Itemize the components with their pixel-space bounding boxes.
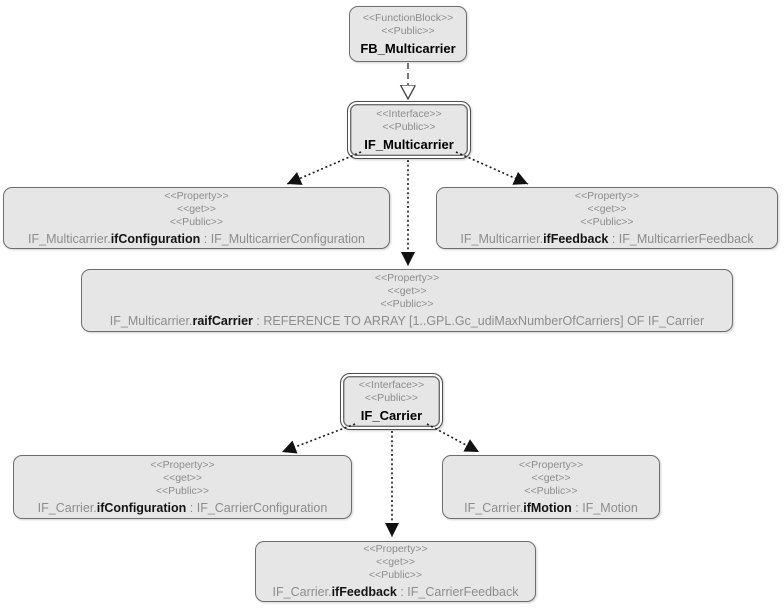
member-name: ifConfiguration <box>96 500 187 515</box>
stereotype-label: <<Public>> <box>368 569 423 581</box>
stereotype-label: <<Property>> <box>374 272 440 284</box>
type-suffix: : IF_CarrierConfiguration <box>186 500 328 515</box>
type-suffix: : IF_MulticarrierConfiguration <box>200 231 365 246</box>
owner-prefix: IF_Carrier. <box>37 500 97 515</box>
stereotype-label: <<get>> <box>531 471 571 484</box>
node-if-carrier[interactable]: <<Interface>> <<Public>> IF_Carrier <box>340 373 443 430</box>
owner-prefix: IF_Carrier. <box>272 585 332 599</box>
node-if-carrier-ifmotion[interactable]: <<Property>> <<get>> <<Public>> IF_Carri… <box>442 455 660 519</box>
member-name: ifFeedback <box>543 231 609 246</box>
property-signature: IF_Multicarrier.raifCarrier : REFERENCE … <box>110 313 704 329</box>
stereotype-label: <<Public>> <box>364 392 419 404</box>
stereotype-label: <<Public>> <box>155 484 210 497</box>
node-if-multicarrier-ifconfiguration[interactable]: <<Property>> <<get>> <<Public>> IF_Multi… <box>3 187 390 249</box>
node-if-multicarrier-iffeedback[interactable]: <<Property>> <<get>> <<Public>> IF_Multi… <box>436 187 778 249</box>
node-fb-multicarrier[interactable]: <<FunctionBlock>> <<Public>> FB_Multicar… <box>349 6 467 62</box>
member-name: ifMotion <box>523 500 572 515</box>
stereotype-label: <<Property>> <box>150 458 215 471</box>
stereotype-label: <<Public>> <box>580 215 634 228</box>
member-name: ifFeedback <box>331 585 397 599</box>
type-suffix: : IF_MulticarrierFeedback <box>608 231 754 246</box>
stereotype-label: <<get>> <box>387 285 427 297</box>
node-if-multicarrier[interactable]: <<Interface>> <<Public>> IF_Multicarrier <box>347 101 471 159</box>
stereotype-label: <<Interface>> <box>376 107 442 120</box>
property-signature: IF_Carrier.ifMotion : IF_Motion <box>464 500 638 516</box>
owner-prefix: IF_Multicarrier. <box>109 314 193 328</box>
stereotype-label: <<get>> <box>587 202 627 215</box>
stereotype-label: <<get>> <box>162 471 203 484</box>
member-name: ifConfiguration <box>110 231 201 246</box>
owner-prefix: IF_Multicarrier. <box>460 231 544 246</box>
stereotype-label: <<get>> <box>176 202 217 215</box>
member-name: raifCarrier <box>192 314 253 328</box>
property-signature: IF_Carrier.ifFeedback : IF_CarrierFeedba… <box>273 584 519 600</box>
node-if-carrier-iffeedback[interactable]: <<Property>> <<get>> <<Public>> IF_Carri… <box>255 541 536 602</box>
stereotype-label: <<Property>> <box>518 458 584 471</box>
node-title: FB_Multicarrier <box>360 40 456 56</box>
stereotype-label: <<Public>> <box>524 484 578 497</box>
stereotype-label: <<Public>> <box>169 215 224 228</box>
stereotype-label: <<Public>> <box>381 24 435 37</box>
owner-prefix: IF_Multicarrier. <box>28 231 111 246</box>
node-title: IF_Carrier <box>360 408 423 423</box>
node-if-multicarrier-raifcarrier[interactable]: <<Property>> <<get>> <<Public>> IF_Multi… <box>81 269 733 332</box>
property-signature: IF_Multicarrier.ifConfiguration : IF_Mul… <box>28 231 365 247</box>
type-suffix: : IF_Motion <box>571 500 638 515</box>
stereotype-label: <<Property>> <box>574 189 640 202</box>
property-signature: IF_Multicarrier.ifFeedback : IF_Multicar… <box>460 231 753 247</box>
stereotype-label: <<get>> <box>375 556 416 568</box>
type-suffix: : IF_CarrierFeedback <box>396 585 519 599</box>
stereotype-label: <<Property>> <box>363 543 428 555</box>
node-title: IF_Multicarrier <box>364 136 454 152</box>
owner-prefix: IF_Carrier. <box>464 500 524 515</box>
stereotype-label: <<Public>> <box>380 298 434 310</box>
stereotype-label: <<Property>> <box>164 189 229 202</box>
stereotype-label: <<FunctionBlock>> <box>362 11 454 24</box>
type-suffix: : REFERENCE TO ARRAY [1..GPL.Gc_udiMaxNu… <box>252 314 705 328</box>
stereotype-label: <<Public>> <box>382 120 436 133</box>
stereotype-label: <<Interface>> <box>358 379 425 391</box>
node-if-carrier-ifconfiguration[interactable]: <<Property>> <<get>> <<Public>> IF_Carri… <box>13 455 352 519</box>
property-signature: IF_Carrier.ifConfiguration : IF_CarrierC… <box>38 500 328 516</box>
